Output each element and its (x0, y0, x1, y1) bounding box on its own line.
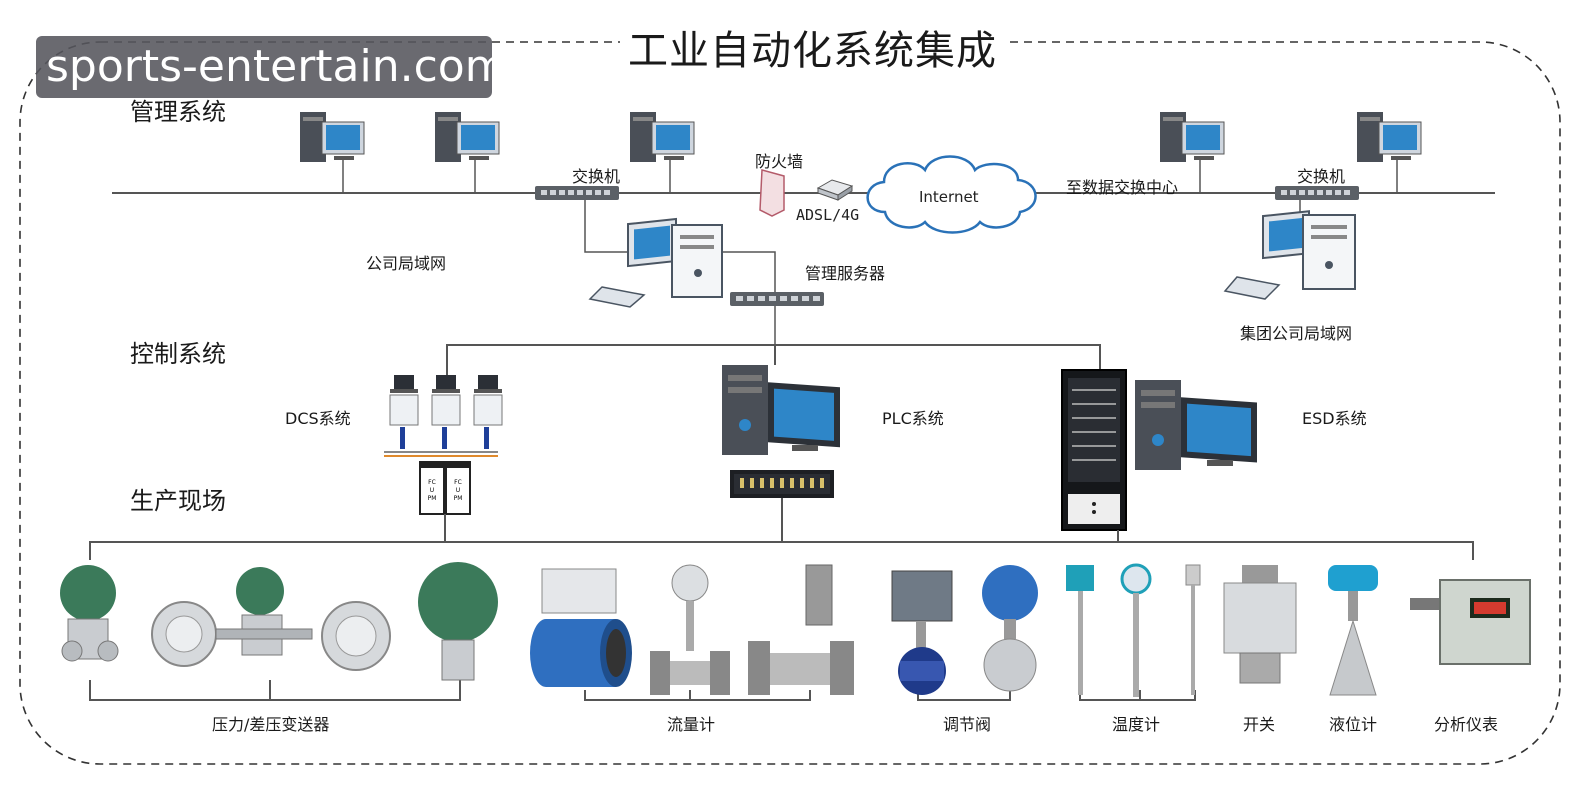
management-pc-1 (300, 112, 365, 162)
level-label: 液位计 (1329, 715, 1378, 734)
analyzer-label: 分析仪表 (1434, 715, 1499, 734)
esd-label: ESD系统 (1302, 409, 1367, 428)
svg-text:PM: PM (454, 495, 463, 502)
control-bus (446, 344, 1101, 375)
svg-text:U: U (430, 487, 434, 494)
internet-label: Internet (919, 188, 979, 206)
management-server-icon (588, 217, 723, 308)
temperature-gauges-icon (1066, 563, 1201, 697)
management-pc-3 (630, 112, 695, 162)
pc-drop-lines (342, 160, 1398, 193)
esd-workstation-icon (1135, 380, 1257, 470)
group-lan-label: 集团公司局域网 (1240, 324, 1353, 343)
internet-cloud-icon (866, 155, 1037, 234)
section-control: 控制系统 (130, 340, 226, 368)
analyzer-icon (1410, 579, 1531, 665)
switch-left-label: 交换机 (572, 167, 621, 186)
field-bus (89, 541, 1474, 560)
dcs-fcu-cabinet: FC U PM FC U PM (419, 461, 471, 515)
pressure-label: 压力/差压变送器 (212, 715, 330, 734)
section-field: 生产现场 (130, 487, 226, 515)
plc-workstation-icon (722, 365, 840, 455)
firewall-icon (759, 169, 785, 217)
svg-text:U: U (456, 487, 460, 494)
esd-cabinet-icon (1061, 369, 1127, 531)
svg-text:FC: FC (454, 479, 462, 486)
dcs-label: DCS系统 (285, 409, 351, 428)
valve-label: 调节阀 (943, 715, 992, 734)
switch-left-icon (535, 186, 619, 200)
switch-right-label: 交换机 (1297, 167, 1346, 186)
svg-text:FC: FC (428, 479, 436, 486)
management-pc-5 (1357, 112, 1422, 162)
temperature-label: 温度计 (1112, 715, 1161, 734)
pressure-transmitters-icon (60, 562, 498, 681)
data-center-label: 至数据交换中心 (1066, 178, 1179, 197)
adsl-label: ADSL/4G (796, 206, 860, 224)
plc-rack-icon (730, 470, 834, 498)
watermark-logo: sports-entertain.com (36, 36, 508, 98)
switch-instrument-label: 开关 (1243, 715, 1276, 734)
plc-label: PLC系统 (882, 409, 944, 428)
management-pc-4 (1160, 112, 1225, 162)
control-valves-icon (891, 565, 1038, 695)
instrument-baselines (89, 680, 1196, 701)
dcs-workstations (384, 375, 503, 457)
mgmt-server-label: 管理服务器 (805, 264, 886, 283)
switch-right-icon (1275, 186, 1359, 200)
management-pc-2 (435, 112, 500, 162)
section-management: 管理系统 (130, 98, 226, 126)
flow-meters-icon (530, 564, 854, 695)
switch-instrument-icon (1223, 565, 1297, 684)
adsl-modem-icon (816, 179, 854, 201)
group-lan-workstation-icon (1223, 210, 1356, 300)
level-gauge-icon (1328, 565, 1378, 696)
flow-label: 流量计 (667, 715, 716, 734)
diagram-title: 工业自动化系统集成 (620, 18, 1005, 76)
server-switch-icon (730, 292, 824, 306)
company-lan-label: 公司局域网 (366, 254, 447, 273)
svg-text:PM: PM (428, 495, 437, 502)
firewall-label: 防火墙 (755, 152, 804, 171)
